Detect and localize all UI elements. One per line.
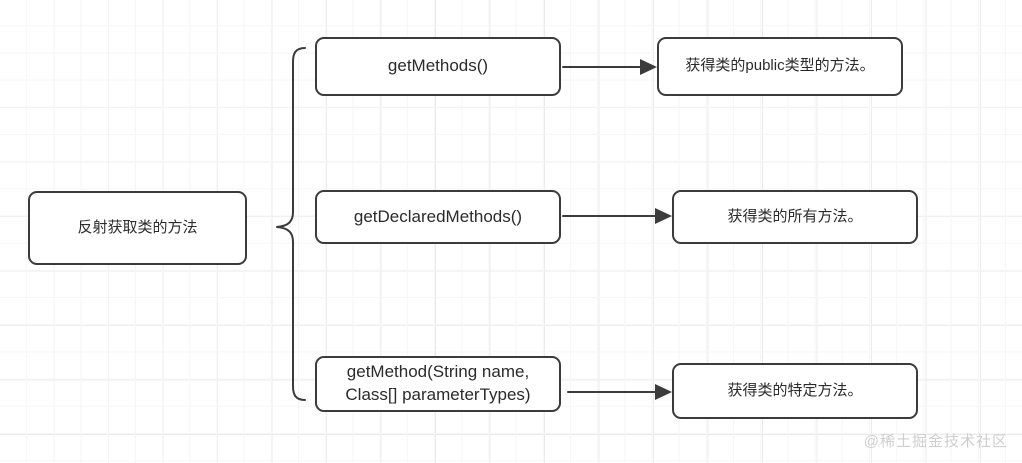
arrow-row-1 [562, 59, 657, 75]
node-description-getmethods[interactable]: 获得类的public类型的方法。 [657, 37, 903, 96]
node-description-getdeclaredmethods-label: 获得类的所有方法。 [727, 207, 863, 225]
arrow-row-3 [567, 384, 672, 400]
node-method-getmethod[interactable]: getMethod(String name, Class[] parameter… [315, 356, 561, 412]
node-method-getmethods[interactable]: getMethods() [315, 37, 561, 96]
node-description-getdeclaredmethods[interactable]: 获得类的所有方法。 [672, 190, 918, 244]
node-method-getmethods-label: getMethods() [387, 56, 489, 76]
node-method-getdeclaredmethods[interactable]: getDeclaredMethods() [315, 190, 561, 244]
watermark: @稀土掘金技术社区 [863, 433, 1008, 450]
node-description-getmethod[interactable]: 获得类的特定方法。 [672, 363, 918, 419]
node-root-label: 反射获取类的方法 [77, 218, 198, 236]
node-description-getmethod-label: 获得类的特定方法。 [727, 381, 863, 399]
node-method-getmethod-label: getMethod(String name, Class[] parameter… [345, 362, 531, 404]
node-method-getdeclaredmethods-label: getDeclaredMethods() [353, 206, 523, 226]
arrow-row-2 [562, 208, 672, 224]
curly-brace-icon [276, 47, 306, 401]
node-root[interactable]: 反射获取类的方法 [28, 191, 247, 265]
node-description-getmethods-label: 获得类的public类型的方法。 [685, 57, 875, 75]
